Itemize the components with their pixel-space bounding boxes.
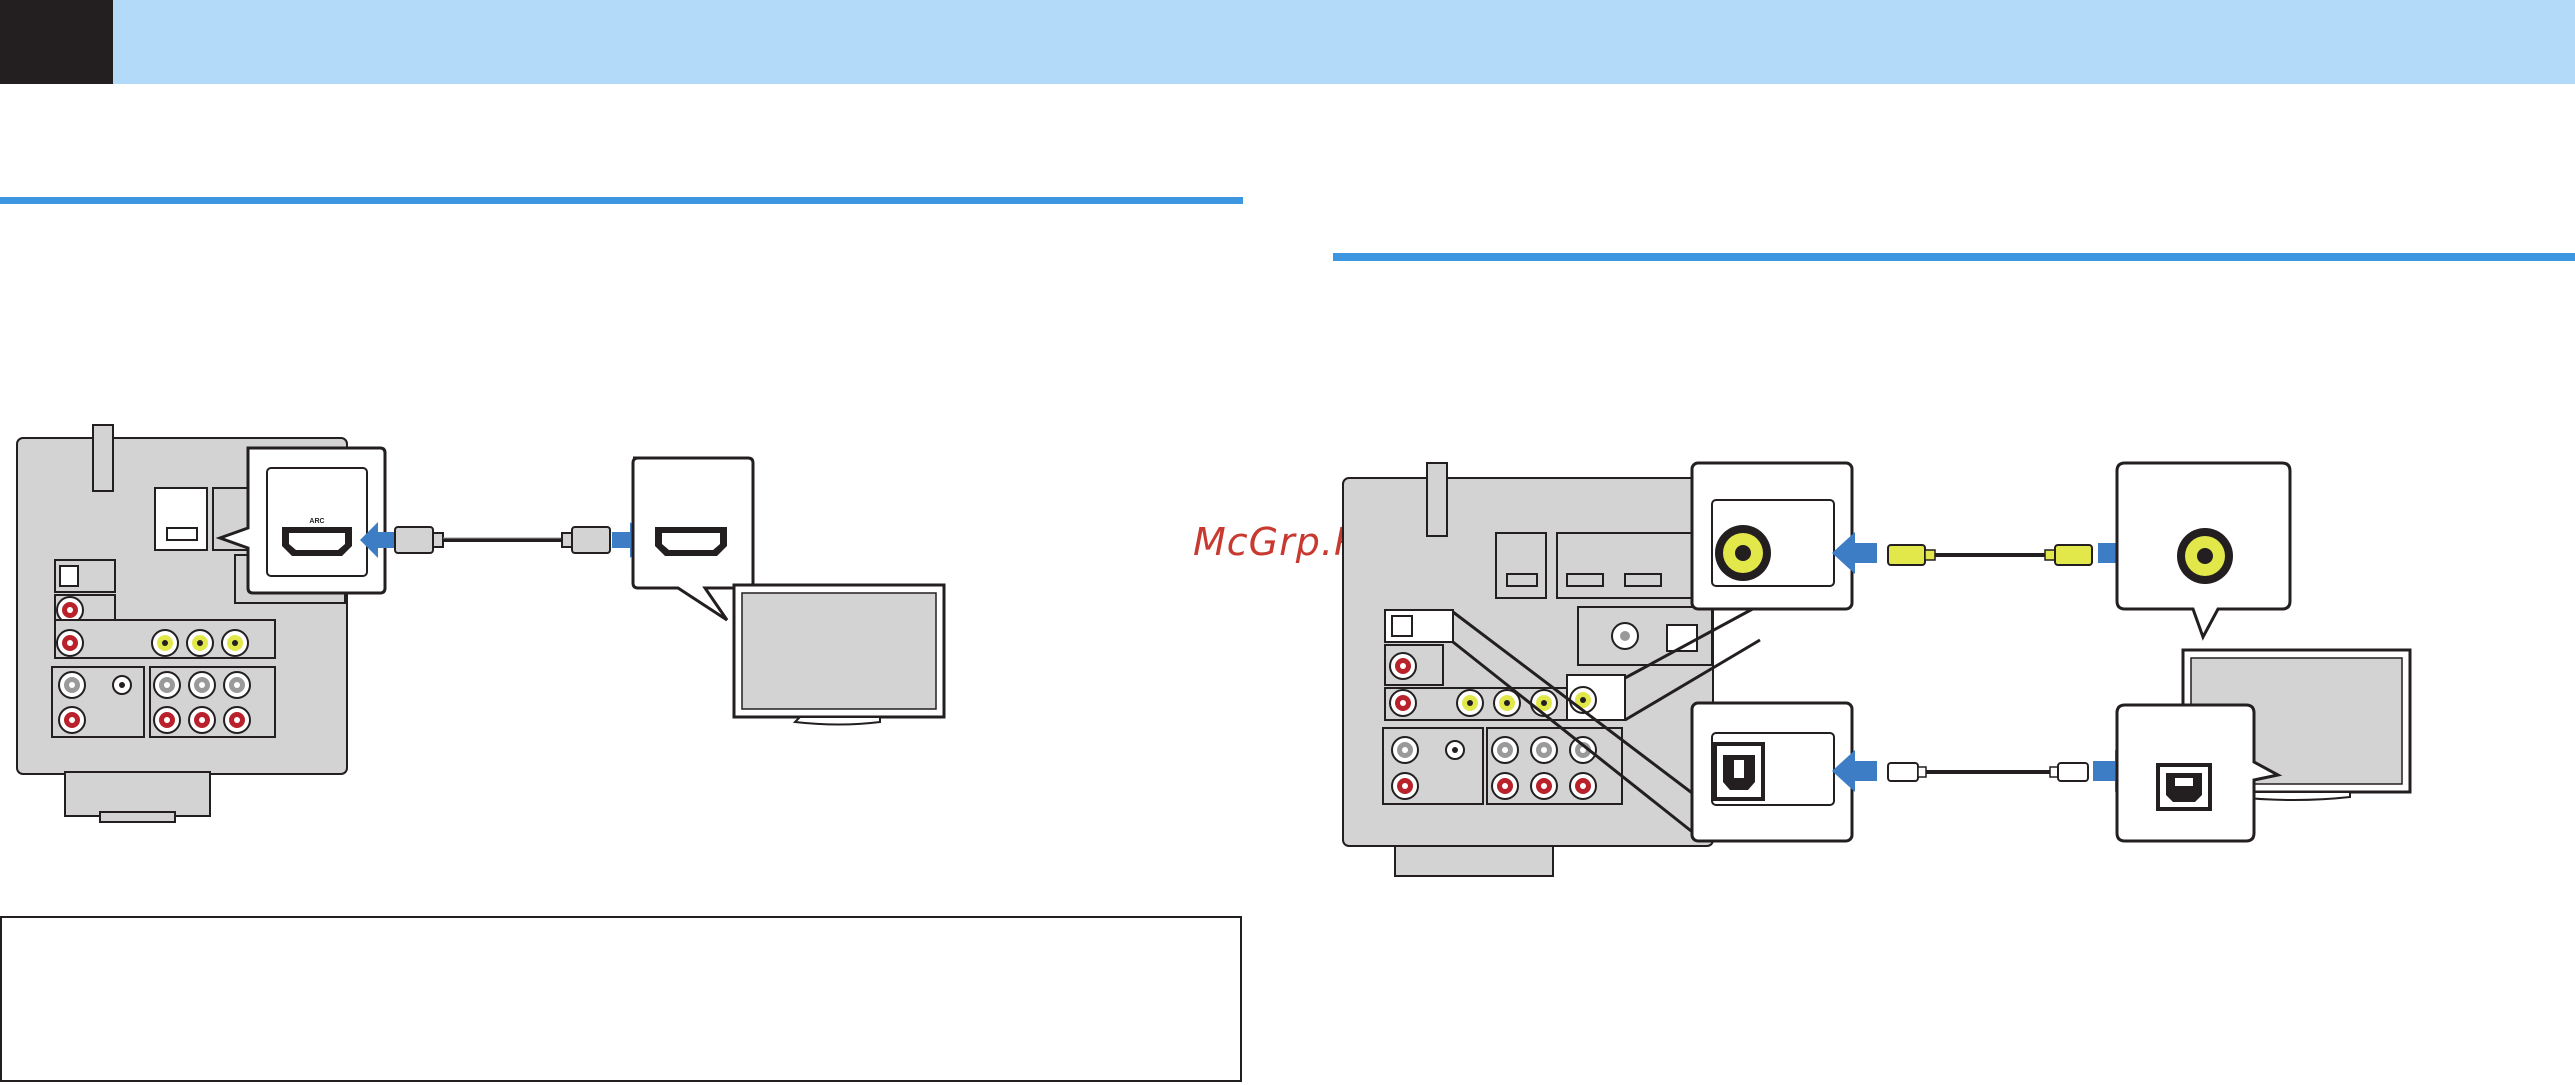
receiver-optical-callout <box>1690 701 1854 843</box>
header-band <box>0 0 2575 84</box>
callout-leaders <box>1452 603 1761 840</box>
tv-icon <box>732 583 946 726</box>
hdmi-port-icon <box>282 527 352 556</box>
header-tab <box>0 0 113 84</box>
note-box <box>0 916 1242 1082</box>
optical-port-icon <box>2156 763 2212 811</box>
arrow-icon <box>360 522 395 558</box>
rca-video-jack-icon <box>1715 525 1771 581</box>
section-rule-left <box>0 197 1243 204</box>
optical-port-icon <box>1713 742 1765 801</box>
tv-video-callout <box>2115 461 2292 641</box>
tv-optical-callout <box>2115 703 2283 843</box>
hdmi-cable <box>360 522 648 558</box>
rca-video-jack-icon <box>2177 528 2233 584</box>
section-rule-right <box>1333 253 2575 261</box>
optical-cable <box>1832 750 2138 792</box>
arrow-icon <box>1832 532 1877 574</box>
arc-label: ARC <box>309 518 324 525</box>
arrow-icon <box>1832 750 1877 792</box>
receiver-rear-panel-right <box>1342 462 1714 877</box>
tv-hdmi-callout <box>631 456 755 622</box>
video-cable <box>1832 532 2142 574</box>
receiver-hdmi-callout: ARC <box>215 446 387 595</box>
receiver-video-callout <box>1690 461 1854 611</box>
hdmi-port-icon <box>655 527 727 556</box>
